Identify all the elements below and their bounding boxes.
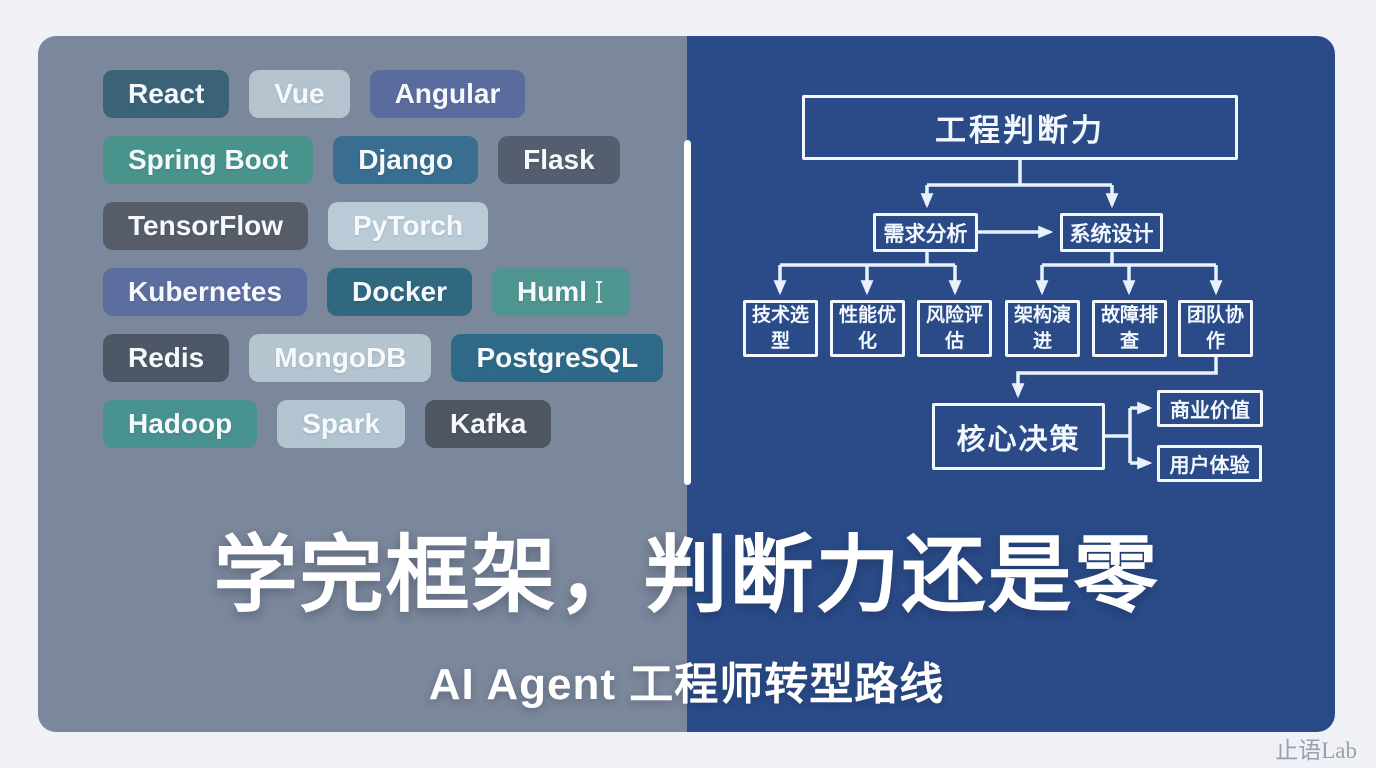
tag-label: Huml (516, 276, 587, 307)
tag-label: Hadoop (128, 408, 233, 439)
flow-node-root: 工程判断力 (802, 95, 1238, 160)
tag-docker: Docker (327, 268, 472, 316)
flow-node-performance-optimization: 性能优化 (830, 300, 905, 357)
right-panel (687, 36, 1335, 732)
watermark: 止语Lab (1275, 738, 1357, 763)
tag-row: Redis MongoDB PostgreSQL (103, 334, 664, 382)
flow-node-system-design: 系统设计 (1060, 213, 1163, 252)
tag-label: React (128, 78, 205, 109)
tag-row: Spring Boot Django Flask (103, 136, 663, 184)
tag-react: React (103, 70, 230, 118)
tag-spring-boot: Spring Boot (103, 136, 314, 184)
flow-node-requirements-analysis: 需求分析 (873, 213, 978, 252)
tag-label: Angular (394, 78, 501, 109)
tag-label: MongoDB (274, 342, 407, 373)
tag-row: Kubernetes Docker Huml (103, 268, 663, 316)
tag-label: Spark (302, 408, 381, 439)
tag-spark: Spark (277, 400, 406, 448)
vertical-divider (684, 140, 691, 485)
tag-vue: Vue (249, 70, 350, 118)
tag-label: Vue (274, 78, 325, 109)
tag-angular: Angular (369, 70, 526, 118)
flow-node-business-value: 商业价值 (1157, 390, 1263, 427)
tag-label: Django (358, 144, 454, 175)
flow-node-troubleshooting: 故障排查 (1092, 300, 1167, 357)
tag-postgresql: PostgreSQL (451, 334, 664, 382)
headline-title: 学完框架，判断力还是零 (213, 528, 1160, 622)
text-cursor-icon (595, 281, 602, 303)
framework-tag-cloud: React Vue Angular Spring Boot Django Fla… (103, 70, 664, 448)
flow-node-tech-selection: 技术选型 (743, 300, 818, 357)
headline-subtitle: AI Agent 工程师转型路线 (428, 660, 945, 709)
tag-label: Redis (128, 342, 205, 373)
tag-mongodb: MongoDB (249, 334, 432, 382)
tag-hadoop: Hadoop (103, 400, 258, 448)
flow-node-user-experience: 用户体验 (1157, 445, 1262, 482)
flow-node-team-collaboration: 团队协作 (1178, 300, 1253, 357)
tag-label: Kubernetes (128, 276, 283, 307)
tag-label: Docker (352, 276, 447, 307)
tag-tensorflow: TensorFlow (103, 202, 309, 250)
tag-row: TensorFlow PyTorch (103, 202, 663, 250)
tag-label: Spring Boot (128, 144, 289, 175)
tag-label: PostgreSQL (476, 342, 639, 373)
tag-kubernetes: Kubernetes (103, 268, 308, 316)
flow-node-core-decisions: 核心决策 (932, 403, 1105, 470)
tag-django: Django (333, 136, 479, 184)
tag-pytorch: PyTorch (328, 202, 488, 250)
tag-kafka: Kafka (425, 400, 552, 448)
poster-card: React Vue Angular Spring Boot Django Fla… (38, 36, 1335, 732)
tag-row: React Vue Angular (103, 70, 663, 118)
tag-label: TensorFlow (128, 210, 284, 241)
tag-redis: Redis (103, 334, 230, 382)
tag-huml: Huml (491, 268, 630, 316)
flow-node-risk-assessment: 风险评估 (917, 300, 992, 357)
tag-row: Hadoop Spark Kafka (103, 400, 663, 448)
flow-node-architecture-evolution: 架构演进 (1005, 300, 1080, 357)
tag-label: Flask (523, 144, 595, 175)
tag-flask: Flask (498, 136, 620, 184)
tag-label: Kafka (450, 408, 527, 439)
tag-label: PyTorch (353, 210, 463, 241)
